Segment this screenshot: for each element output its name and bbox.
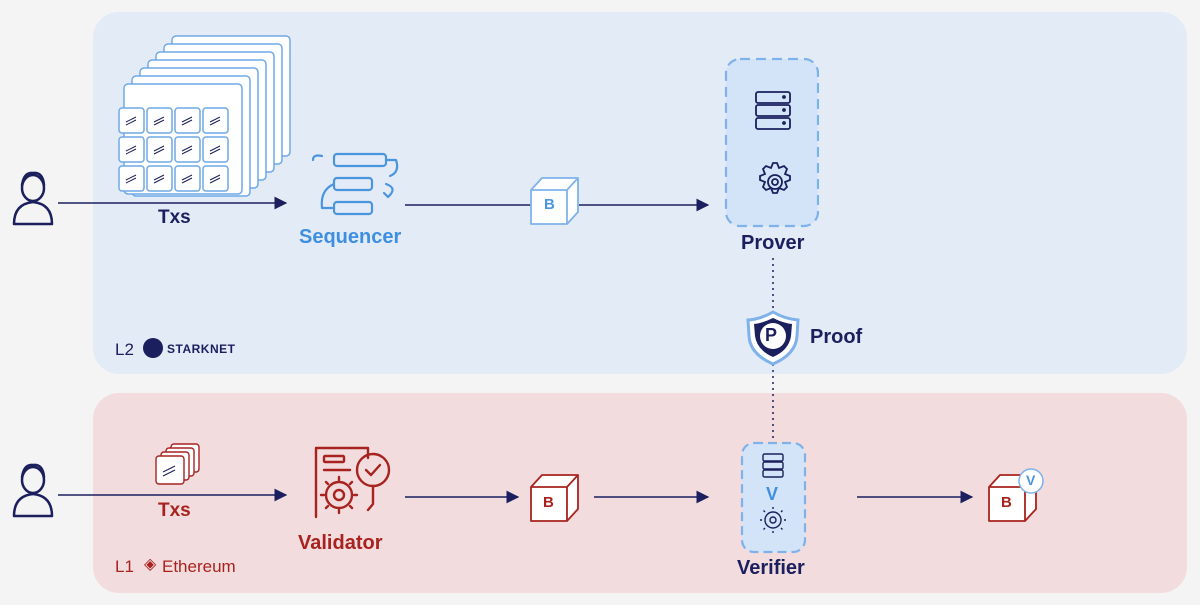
l2-layer-label: L2: [115, 340, 134, 359]
user-icon: [12, 463, 54, 518]
transactions-stack-icon: [118, 35, 291, 197]
gear-icon: [760, 507, 786, 533]
gear-icon: [759, 162, 791, 194]
sequencer-flow-icon: [311, 152, 399, 216]
verified-block-letter: B: [1001, 494, 1012, 511]
l2-block-letter: B: [544, 196, 555, 213]
l1-txs-label: Txs: [158, 500, 191, 521]
l1-block-letter: B: [543, 494, 554, 511]
transactions-stack-icon: [155, 443, 200, 485]
prover-label: Prover: [741, 232, 805, 254]
verifier-label: Verifier: [737, 557, 805, 579]
verified-badge: [1018, 468, 1044, 494]
shield-icon: [746, 310, 800, 366]
validator-document-icon: [314, 446, 391, 519]
prover-box: [724, 57, 820, 228]
l2-txs-label: Txs: [158, 207, 191, 228]
verifier-box: [740, 441, 807, 554]
block-cube-icon: [530, 474, 579, 522]
block-cube-icon: [530, 177, 579, 225]
validator-label: Validator: [298, 532, 383, 554]
database-icon: [762, 453, 784, 478]
verified-badge-letter: V: [1026, 472, 1036, 488]
user-icon: [12, 171, 54, 226]
ethereum-brand-label: Ethereum: [162, 557, 236, 576]
verifier-letter: V: [766, 484, 779, 504]
ethereum-icon: ◈: [144, 556, 157, 573]
proof-shield-letter: P: [765, 325, 778, 345]
starknet-logo-icon: [143, 338, 163, 358]
database-icon: [755, 91, 791, 130]
sequencer-label: Sequencer: [299, 226, 402, 248]
starknet-brand-label: STARKNET: [167, 342, 236, 356]
l1-layer-label: L1: [115, 557, 134, 576]
proof-label: Proof: [810, 326, 863, 348]
